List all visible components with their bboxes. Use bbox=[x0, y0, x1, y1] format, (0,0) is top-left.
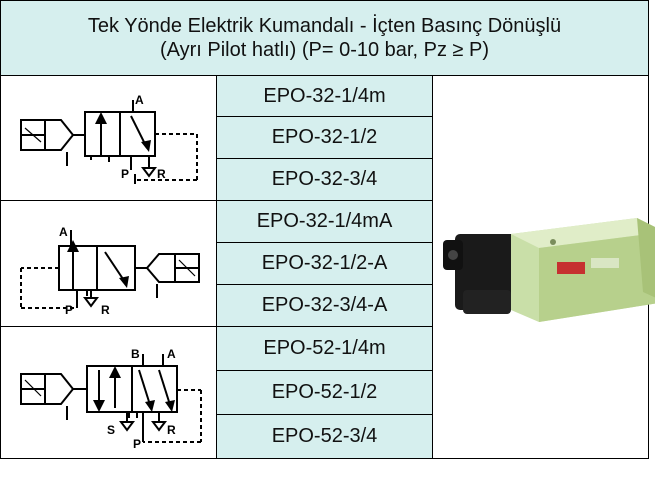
port-p-label: P bbox=[121, 167, 129, 181]
model-code: EPO-32-3/4 bbox=[216, 158, 433, 201]
model-code: EPO-52-3/4 bbox=[216, 414, 433, 459]
valve-3-2-reverse-schematic-icon: A P R bbox=[19, 225, 200, 317]
model-code: EPO-32-3/4-A bbox=[216, 284, 433, 327]
model-code: EPO-32-1/4mA bbox=[216, 200, 433, 243]
model-code: EPO-52-1/2 bbox=[216, 370, 433, 415]
port-r-label: R bbox=[167, 423, 176, 437]
model-code: EPO-32-1/2 bbox=[216, 116, 433, 159]
port-r-label: R bbox=[101, 303, 110, 317]
port-p-label: P bbox=[65, 303, 73, 317]
product-photo-cell bbox=[432, 75, 655, 459]
model-code: EPO-52-1/4m bbox=[216, 326, 433, 371]
table-header: Tek Yönde Elektrik Kumandalı - İçten Bas… bbox=[0, 0, 649, 76]
model-code: EPO-32-1/4m bbox=[216, 75, 433, 117]
port-b-label: B bbox=[131, 347, 140, 361]
solenoid-valve-image bbox=[443, 218, 655, 322]
header-line-2: (Ayrı Pilot hatlı) (P= 0-10 bar, Pz ≥ P) bbox=[159, 39, 490, 61]
valve-3-2-schematic-icon: A P R bbox=[19, 93, 198, 184]
port-a-label: A bbox=[167, 347, 176, 361]
port-a-label: A bbox=[135, 93, 144, 107]
symbol-3-2-valve: A P R bbox=[0, 75, 217, 201]
port-p-label: P bbox=[133, 437, 141, 451]
port-s-label: S bbox=[107, 423, 115, 437]
model-code: EPO-32-1/2-A bbox=[216, 242, 433, 285]
symbol-5-2-valve: B A S P R bbox=[0, 326, 217, 459]
symbol-3-2-valve-reverse: A P R bbox=[0, 200, 217, 327]
valve-table: Tek Yönde Elektrik Kumandalı - İçten Bas… bbox=[0, 0, 655, 459]
port-a-label: A bbox=[59, 225, 68, 239]
valve-5-2-schematic-icon: B A S P R bbox=[19, 347, 202, 451]
port-r-label: R bbox=[157, 167, 166, 181]
header-line-1: Tek Yönde Elektrik Kumandalı - İçten Bas… bbox=[87, 15, 562, 37]
